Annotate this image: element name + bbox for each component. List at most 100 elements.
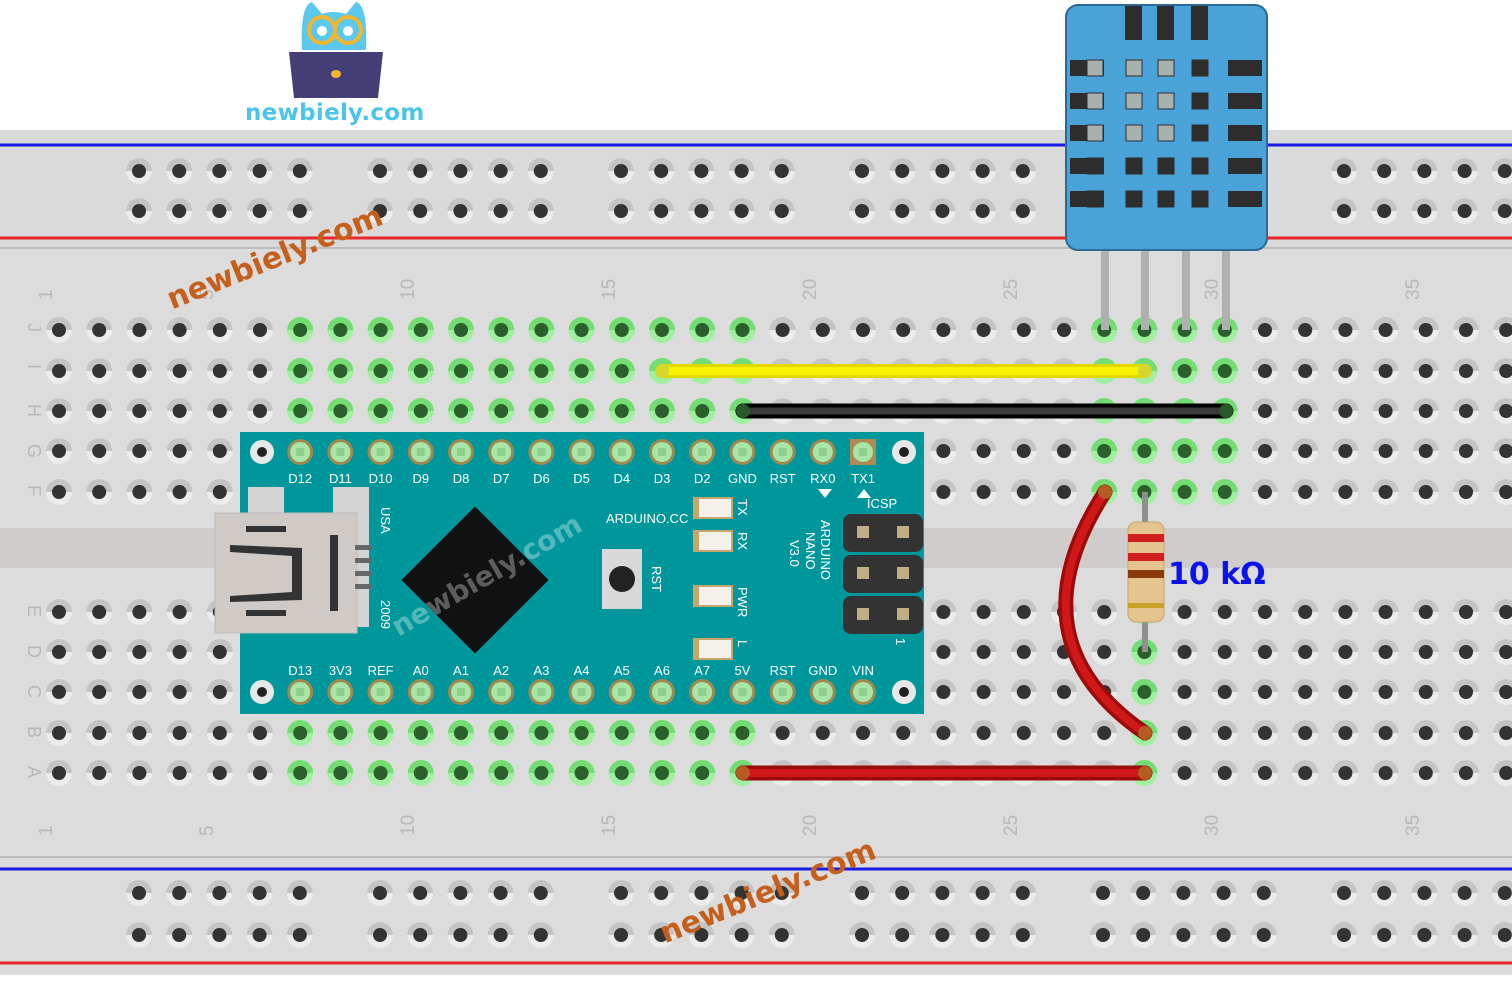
nano-pin-d5[interactable]: D5: [568, 439, 595, 486]
rail-hole[interactable]: [1411, 922, 1438, 948]
rail-hole[interactable]: [889, 880, 916, 906]
breadboard-hole[interactable]: [1171, 679, 1198, 705]
breadboard-hole[interactable]: [1372, 479, 1399, 505]
breadboard-hole[interactable]: [126, 398, 153, 424]
rail-hole[interactable]: [1009, 157, 1036, 184]
breadboard-hole[interactable]: [86, 720, 113, 746]
breadboard-hole[interactable]: [1372, 760, 1399, 786]
breadboard-hole[interactable]: [1171, 438, 1198, 464]
breadboard-hole[interactable]: [1412, 720, 1439, 746]
rail-hole[interactable]: [206, 880, 233, 906]
breadboard-hole[interactable]: [407, 398, 434, 424]
rail-hole[interactable]: [407, 922, 434, 948]
rail-hole[interactable]: [969, 158, 996, 184]
breadboard-hole[interactable]: [1171, 720, 1198, 746]
breadboard-hole[interactable]: [126, 760, 153, 786]
breadboard-hole[interactable]: [1292, 479, 1319, 505]
nano-pin-d8[interactable]: D8: [448, 439, 474, 486]
rail-hole[interactable]: [1411, 158, 1438, 184]
breadboard-hole[interactable]: [930, 479, 957, 505]
breadboard-hole[interactable]: [1372, 720, 1399, 746]
breadboard-hole[interactable]: [1252, 720, 1278, 746]
rail-hole[interactable]: [688, 880, 715, 906]
breadboard-hole[interactable]: [86, 358, 113, 384]
breadboard-hole[interactable]: [608, 358, 635, 384]
rail-hole[interactable]: [206, 922, 233, 948]
breadboard-hole[interactable]: [327, 317, 354, 343]
rail-hole[interactable]: [608, 198, 634, 224]
rail-hole[interactable]: [487, 880, 514, 906]
rail-hole[interactable]: [768, 880, 795, 906]
rail-hole[interactable]: [1331, 880, 1357, 906]
breadboard-hole[interactable]: [568, 398, 595, 424]
rail-hole[interactable]: [286, 158, 313, 184]
breadboard-hole[interactable]: [809, 317, 836, 343]
rail-hole[interactable]: [688, 922, 715, 948]
breadboard-hole[interactable]: [1252, 398, 1278, 424]
nano-pin-d7[interactable]: D7: [488, 439, 515, 486]
rail-hole[interactable]: [206, 158, 233, 184]
breadboard-hole[interactable]: [689, 720, 716, 746]
breadboard-hole[interactable]: [528, 398, 555, 424]
rail-hole[interactable]: [1170, 880, 1197, 906]
breadboard-hole[interactable]: [1252, 479, 1278, 505]
rail-hole[interactable]: [126, 198, 152, 224]
breadboard-hole[interactable]: [568, 720, 595, 746]
breadboard-hole[interactable]: [287, 398, 314, 424]
breadboard-hole[interactable]: [206, 760, 233, 786]
rail-hole[interactable]: [1371, 922, 1398, 948]
breadboard-hole[interactable]: [970, 639, 997, 665]
breadboard-hole[interactable]: [1412, 438, 1439, 464]
breadboard-hole[interactable]: [46, 679, 72, 705]
breadboard-hole[interactable]: [1332, 679, 1359, 705]
rail-hole[interactable]: [487, 922, 514, 948]
rail-hole[interactable]: [648, 880, 675, 906]
breadboard-hole[interactable]: [327, 760, 354, 786]
rail-hole[interactable]: [768, 158, 795, 184]
rail-hole[interactable]: [1250, 880, 1277, 906]
breadboard-hole[interactable]: [247, 317, 273, 343]
nano-pin-d9[interactable]: D9: [407, 439, 434, 486]
rail-hole[interactable]: [246, 198, 273, 224]
breadboard-hole[interactable]: [1252, 639, 1278, 665]
breadboard-hole[interactable]: [407, 358, 434, 384]
breadboard-hole[interactable]: [1051, 317, 1077, 343]
breadboard-hole[interactable]: [1453, 639, 1479, 665]
rail-hole[interactable]: [206, 198, 233, 224]
breadboard-hole[interactable]: [1412, 760, 1439, 786]
breadboard-hole[interactable]: [367, 358, 394, 384]
rail-hole[interactable]: [1210, 922, 1237, 948]
breadboard-hole[interactable]: [1091, 639, 1118, 665]
nano-pin-d12[interactable]: D12: [287, 439, 314, 486]
rail-hole[interactable]: [1130, 880, 1157, 906]
nano-pin-3v3[interactable]: 3V3: [327, 663, 354, 705]
breadboard-hole[interactable]: [1131, 438, 1158, 464]
rail-hole[interactable]: [126, 922, 152, 948]
rail-hole[interactable]: [849, 158, 875, 184]
nano-pin-a1[interactable]: A1: [448, 663, 474, 705]
rail-hole[interactable]: [1250, 922, 1277, 948]
breadboard-hole[interactable]: [930, 720, 957, 746]
breadboard-hole[interactable]: [1493, 358, 1512, 384]
rail-hole[interactable]: [1371, 880, 1398, 906]
dht11-sensor[interactable]: [1065, 4, 1268, 330]
breadboard-hole[interactable]: [1252, 599, 1278, 625]
breadboard-hole[interactable]: [407, 720, 434, 746]
breadboard-hole[interactable]: [1211, 639, 1238, 665]
breadboard-hole[interactable]: [86, 599, 113, 625]
breadboard-hole[interactable]: [206, 720, 233, 746]
breadboard-hole[interactable]: [1412, 639, 1439, 665]
rail-hole[interactable]: [367, 922, 393, 948]
rail-hole[interactable]: [367, 880, 393, 906]
breadboard-hole[interactable]: [1372, 398, 1399, 424]
breadboard-hole[interactable]: [1453, 358, 1479, 384]
rail-hole[interactable]: [929, 880, 956, 906]
breadboard-hole[interactable]: [448, 317, 474, 343]
breadboard-hole[interactable]: [970, 720, 997, 746]
rail-hole[interactable]: [648, 198, 675, 224]
nano-pin-d4[interactable]: D4: [608, 439, 635, 486]
rail-hole[interactable]: [527, 158, 554, 184]
breadboard-hole[interactable]: [1171, 479, 1198, 505]
nano-pin-d10[interactable]: D10: [367, 439, 394, 486]
breadboard-hole[interactable]: [126, 438, 153, 464]
